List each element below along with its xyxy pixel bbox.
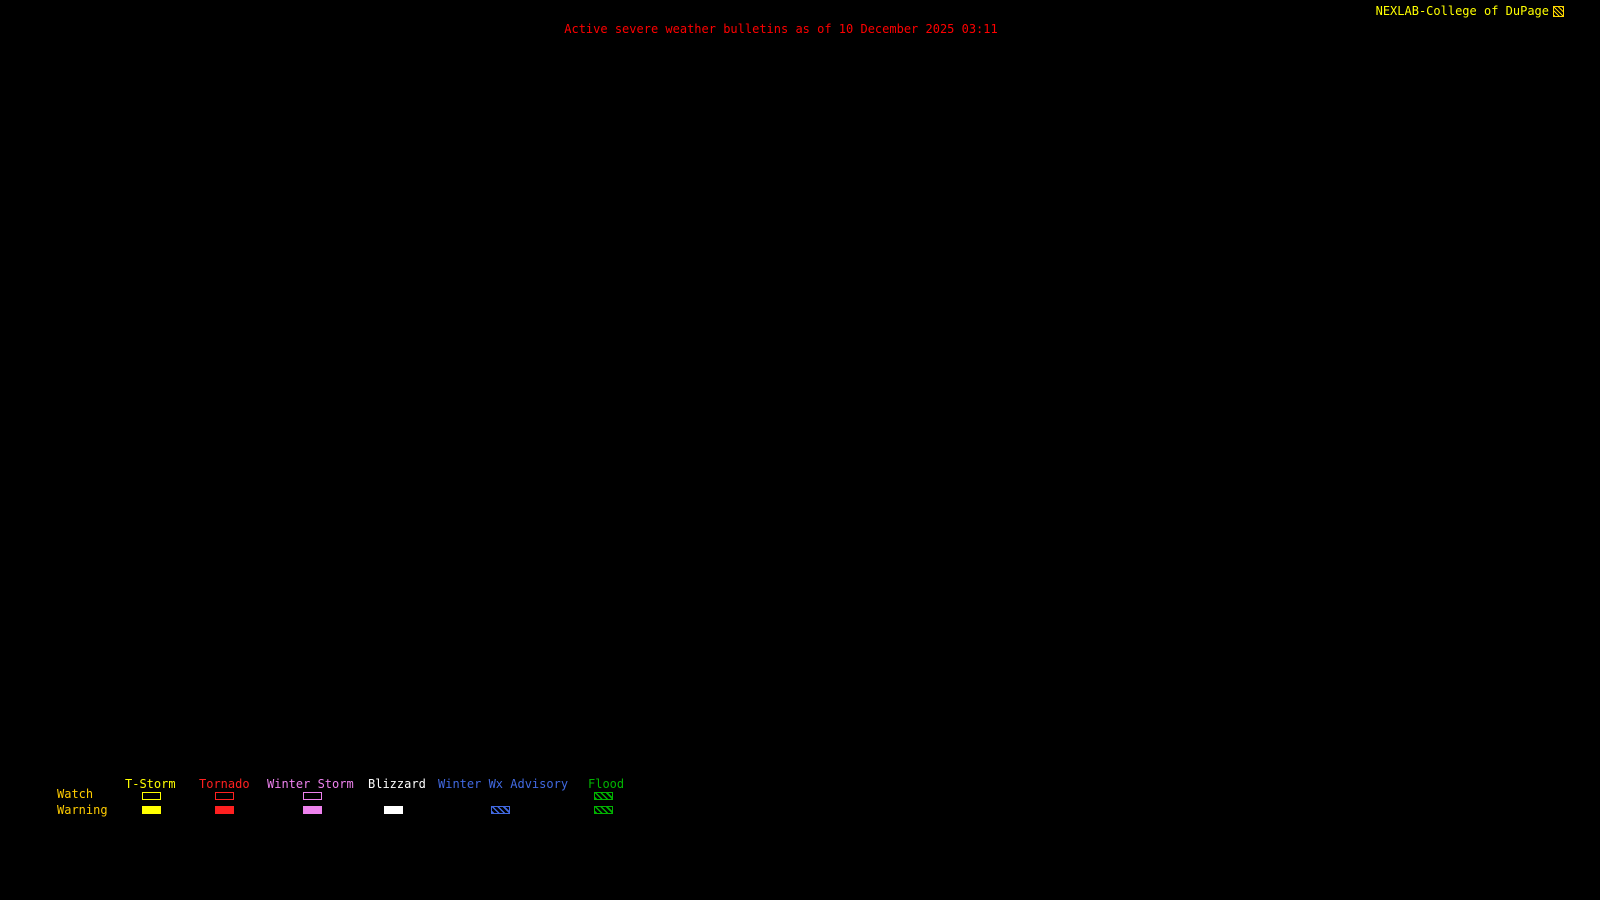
brand: NEXLAB-College of DuPage: [1376, 4, 1564, 18]
nexlab-logo-icon: [1553, 5, 1564, 17]
legend-col-label-tstorm: T-Storm: [125, 777, 176, 791]
page-title: Active severe weather bulletins as of 10…: [564, 22, 998, 36]
legend-warning-label: Warning: [57, 803, 108, 817]
legend-warning-swatch-flood: [594, 806, 613, 814]
legend-warning-swatch-tornado: [215, 806, 234, 814]
legend-col-label-flood: Flood: [588, 777, 625, 791]
legend-col-label-winter-storm: Winter Storm: [267, 777, 354, 791]
legend-col-label-blizzard: Blizzard: [368, 777, 426, 791]
legend-watch-swatch-winter-storm: [303, 792, 322, 800]
legend-warning-swatch-winter-wx-advisory: [491, 806, 510, 814]
legend-watch-label: Watch: [57, 787, 94, 801]
legend-col-label-tornado: Tornado: [199, 777, 250, 791]
legend-warning-swatch-winter-storm: [303, 806, 322, 814]
legend-warning-swatch-blizzard: [384, 806, 403, 814]
legend-watch-swatch-tornado: [215, 792, 234, 800]
legend-watch-swatch-tstorm: [142, 792, 161, 800]
legend-watch-swatch-flood: [594, 792, 613, 800]
legend-col-label-winter-wx-advisory: Winter Wx Advisory: [438, 777, 569, 791]
legend-warning-swatch-tstorm: [142, 806, 161, 814]
brand-text: NEXLAB-College of DuPage: [1375, 4, 1549, 18]
